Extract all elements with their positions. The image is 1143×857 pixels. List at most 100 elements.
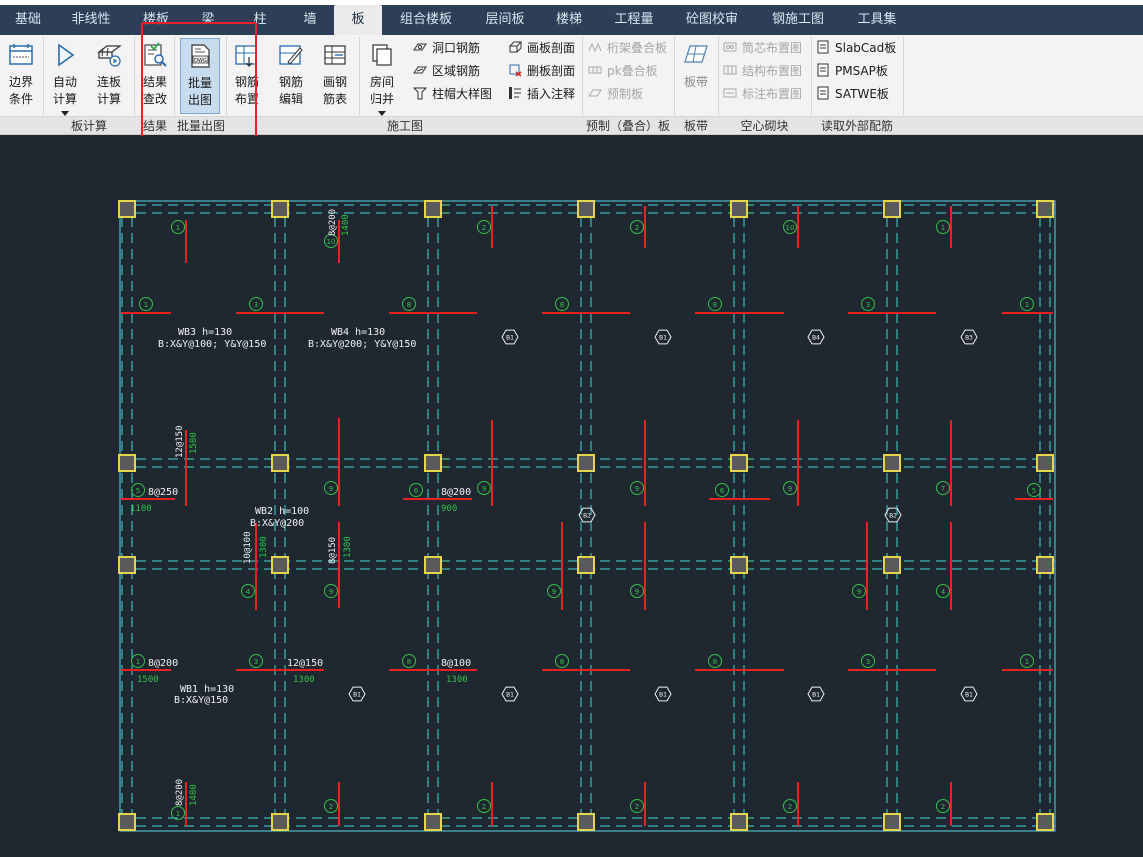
tag-number: 1 [136,658,140,666]
slab-tag-hexagon [960,686,978,702]
insert-note-button[interactable]: 插入注释 [508,84,575,104]
tag-number: 2 [482,224,486,232]
auto-calculate-button[interactable]: 自动 计算 [46,38,84,116]
column [577,200,595,218]
slab-rebar-wb4: B:X&Y@200; Y&Y@150 [308,339,416,350]
tab-steel-drawing[interactable]: 钢施工图 [771,12,824,27]
column-cap-detail-button[interactable]: 柱帽大样图 [413,84,492,104]
tag-circle [547,584,561,598]
rebar-number-tag: 2 [477,220,491,234]
rebar-number-tag: 2 [477,799,491,813]
slab-tag: B1 [654,329,672,345]
draw-rebar-table-button[interactable]: 画钢 筋表 [316,38,354,114]
tab-slab[interactable]: 板 [334,5,382,35]
tag-number: 9 [552,588,556,596]
tag-number: 6 [720,487,725,495]
slab-band-label: 板带 [683,75,708,89]
core-layout-button[interactable]: 筒芯布置图 [723,38,802,58]
tab-quantity[interactable]: 工程量 [614,12,654,27]
tag-circle [402,654,416,668]
column [577,813,595,831]
group-label-hollow: 空心砌块 [740,119,789,133]
slab-tag-text: B1 [812,691,820,699]
slabcad-slab-button[interactable]: SlabCad板 [816,38,896,58]
hole-rebar-button[interactable]: 洞口钢筋 [413,38,480,58]
tab-toolset[interactable]: 工具集 [857,12,897,27]
tab-floor-slab[interactable]: 楼板 [142,12,169,27]
tab-composite-slab[interactable]: 组合楼板 [399,12,452,27]
dim-text-v1: 1300 [259,536,269,558]
rebar-number-tag: 9 [630,584,644,598]
struct-layout-button[interactable]: 结构布置图 [723,61,802,81]
continuous-slab-calc-button[interactable]: 连板 计算 [88,38,130,114]
rebar-number-tag: 9 [852,584,866,598]
tag-number: 9 [635,485,639,493]
delete-slab-section-button[interactable]: 删板剖面 [508,61,575,81]
tag-number: 2 [482,803,486,811]
column [118,813,136,831]
tag-number: 2 [329,803,333,811]
tab-stairs[interactable]: 楼梯 [555,12,582,27]
room-merge-button[interactable]: 房间 归并 [364,38,400,116]
tag-circle [1020,297,1034,311]
tab-interlayer-slab[interactable]: 层间板 [485,12,525,27]
tag-circle [402,297,416,311]
tag-number: 8 [713,658,717,666]
precast-slab-button[interactable]: 预制板 [588,84,643,104]
rebar-text-v1: 10@100 [243,531,253,564]
tab-beam[interactable]: 梁 [201,12,215,27]
tag-circle [936,220,950,234]
tag-circle [249,654,263,668]
slab-tag-hexagon [501,329,519,345]
rebar-layout-button[interactable]: 钢筋 布置 [229,38,265,114]
chevron-down-icon[interactable] [378,111,386,116]
tag-number: 9 [788,485,792,493]
pk-composite-slab-button[interactable]: pk叠合板 [588,61,658,81]
pk-composite-slab-label: pk叠合板 [607,64,658,78]
pmsap-slab-button[interactable]: PMSAP板 [816,61,888,81]
result-check-button[interactable]: 结果 查改 [138,38,172,114]
slab-tag: B1 [807,686,825,702]
tab-wall[interactable]: 墙 [303,12,317,27]
rebar-number-tag: 1 [139,297,153,311]
batch-drawing-button[interactable]: DWG 批量 出图 [180,38,220,114]
tag-circle [708,654,722,668]
tab-column[interactable]: 柱 [253,12,267,27]
doc-icon [817,63,829,77]
truss-composite-slab-button[interactable]: 桁架叠合板 [588,38,667,58]
column [883,454,901,472]
dim-text-mid-b: 900 [441,504,457,514]
slab-rebar-wb1: B:X&Y@150 [174,695,228,706]
slab-tag-text: B2 [583,512,591,520]
chevron-down-icon[interactable] [61,111,69,116]
rebar-edit-button[interactable]: 钢筋 编辑 [272,38,310,114]
tag-number: 3 [866,658,870,666]
core-layout-label: 筒芯布置图 [742,41,803,55]
tag-number: 7 [941,485,945,493]
column [577,454,595,472]
tag-circle [409,483,423,497]
group-label-band: 板带 [683,119,708,133]
tab-concrete-review[interactable]: 砼图校审 [685,12,738,27]
area-rebar-button[interactable]: 区域钢筋 [413,61,480,81]
tag-circle [131,483,145,497]
tab-nonlinear[interactable]: 非线性 [71,12,111,27]
rebar-marks [121,206,1053,826]
tag-circle [936,584,950,598]
tag-circle [630,584,644,598]
rebar-text-b3: 8@100 [441,658,471,669]
tab-foundation[interactable]: 基础 [14,12,41,27]
tag-number: 2 [635,803,639,811]
slab-band-button[interactable]: 板带 [678,38,714,114]
boundary-condition-button[interactable]: 边界 条件 [2,38,40,114]
draw-slab-section-button[interactable]: 画板剖面 [508,38,575,58]
rebar-number-tag: 3 [249,654,263,668]
rebar-text-top-vert: 8@200 [328,209,338,236]
hole-icon [413,43,427,51]
label-layout-button[interactable]: 标注布置图 [723,84,802,104]
rebar-number-tag: 3 [861,297,875,311]
satwe-slab-button[interactable]: SATWE板 [816,84,889,104]
column [883,813,901,831]
